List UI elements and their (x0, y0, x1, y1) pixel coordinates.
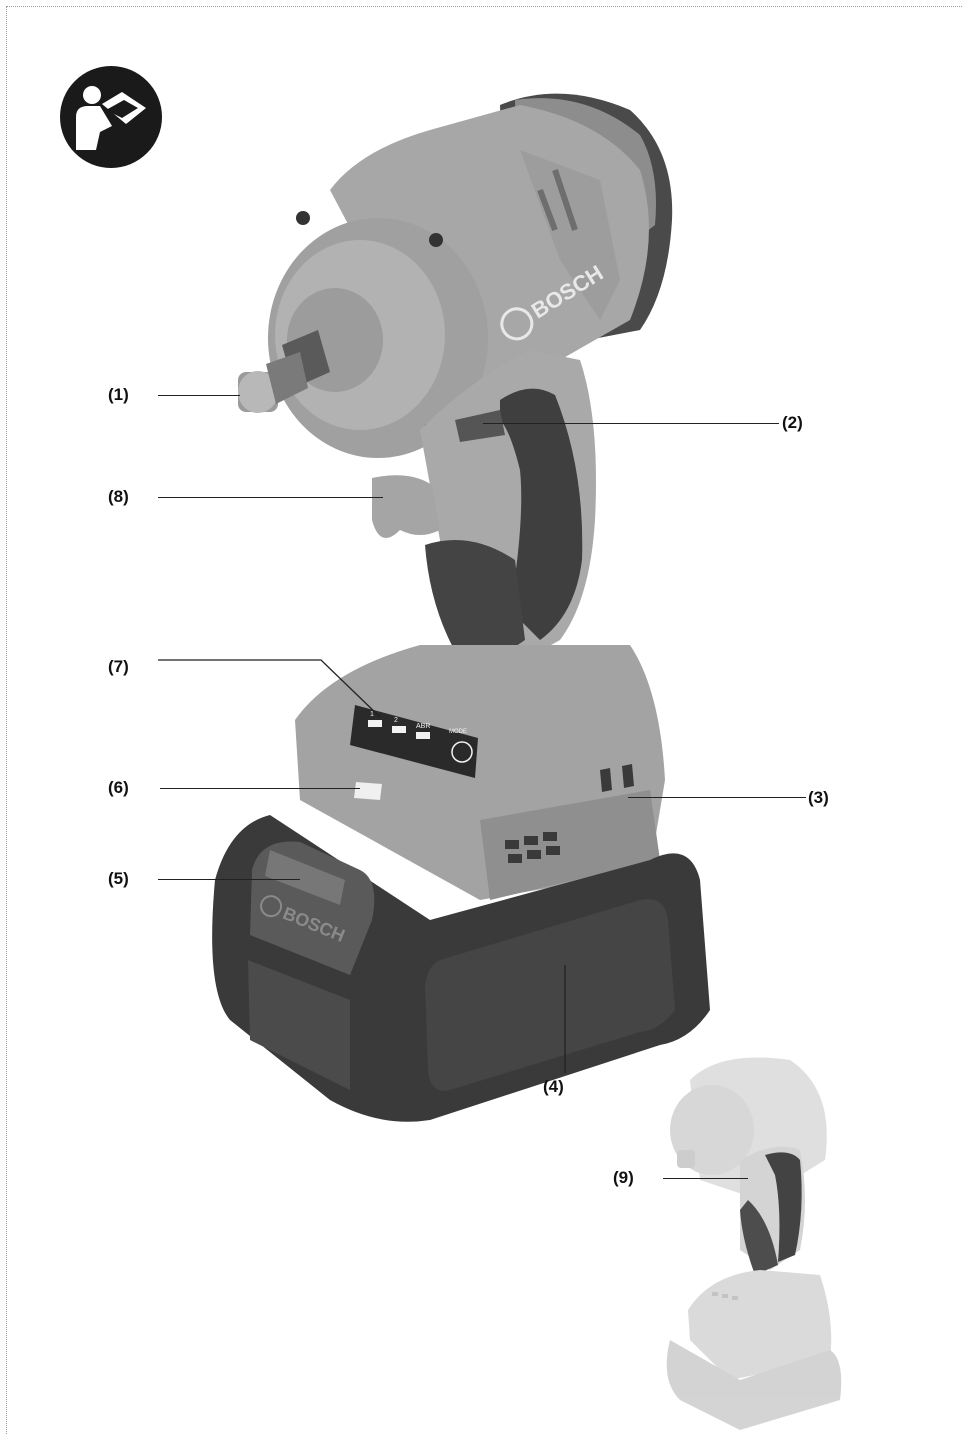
leader-line-4 (564, 965, 566, 1073)
tool-base (295, 645, 665, 900)
svg-text:2: 2 (394, 717, 398, 724)
battery-release-button: BOSCH (250, 841, 375, 975)
control-panel: 1 2 ABR MODE (350, 705, 478, 778)
callout-4: (4) (543, 1077, 564, 1096)
leader-line-3 (628, 797, 806, 798)
svg-text:ABR: ABR (416, 723, 430, 730)
page-frame (6, 6, 962, 1434)
trigger (372, 475, 440, 538)
callout-6: (6) (108, 778, 129, 797)
direction-switch (455, 410, 505, 442)
leader-line-5 (158, 879, 300, 880)
motor-housing (330, 93, 673, 420)
read-manual-icon (60, 66, 162, 168)
leader-line-9 (663, 1178, 748, 1179)
callout-1: (1) (108, 385, 129, 404)
callout-3: (3) (808, 788, 829, 807)
leader-line-7 (158, 659, 381, 718)
leader-line-2 (483, 423, 779, 424)
callout-9: (9) (613, 1168, 634, 1187)
svg-text:MODE: MODE (449, 729, 467, 735)
leader-line-6 (160, 788, 360, 789)
square-drive (238, 330, 330, 413)
callout-8: (8) (108, 487, 129, 506)
callout-7: (7) (108, 657, 129, 676)
callout-5: (5) (108, 869, 129, 888)
secondary-tool-view (666, 1057, 842, 1430)
svg-text:1: 1 (370, 711, 374, 718)
callout-2: (2) (782, 413, 803, 432)
leader-line-1 (158, 395, 240, 396)
mode-gear-icon (451, 741, 473, 763)
work-light (354, 782, 382, 800)
leader-line-8 (158, 497, 383, 498)
